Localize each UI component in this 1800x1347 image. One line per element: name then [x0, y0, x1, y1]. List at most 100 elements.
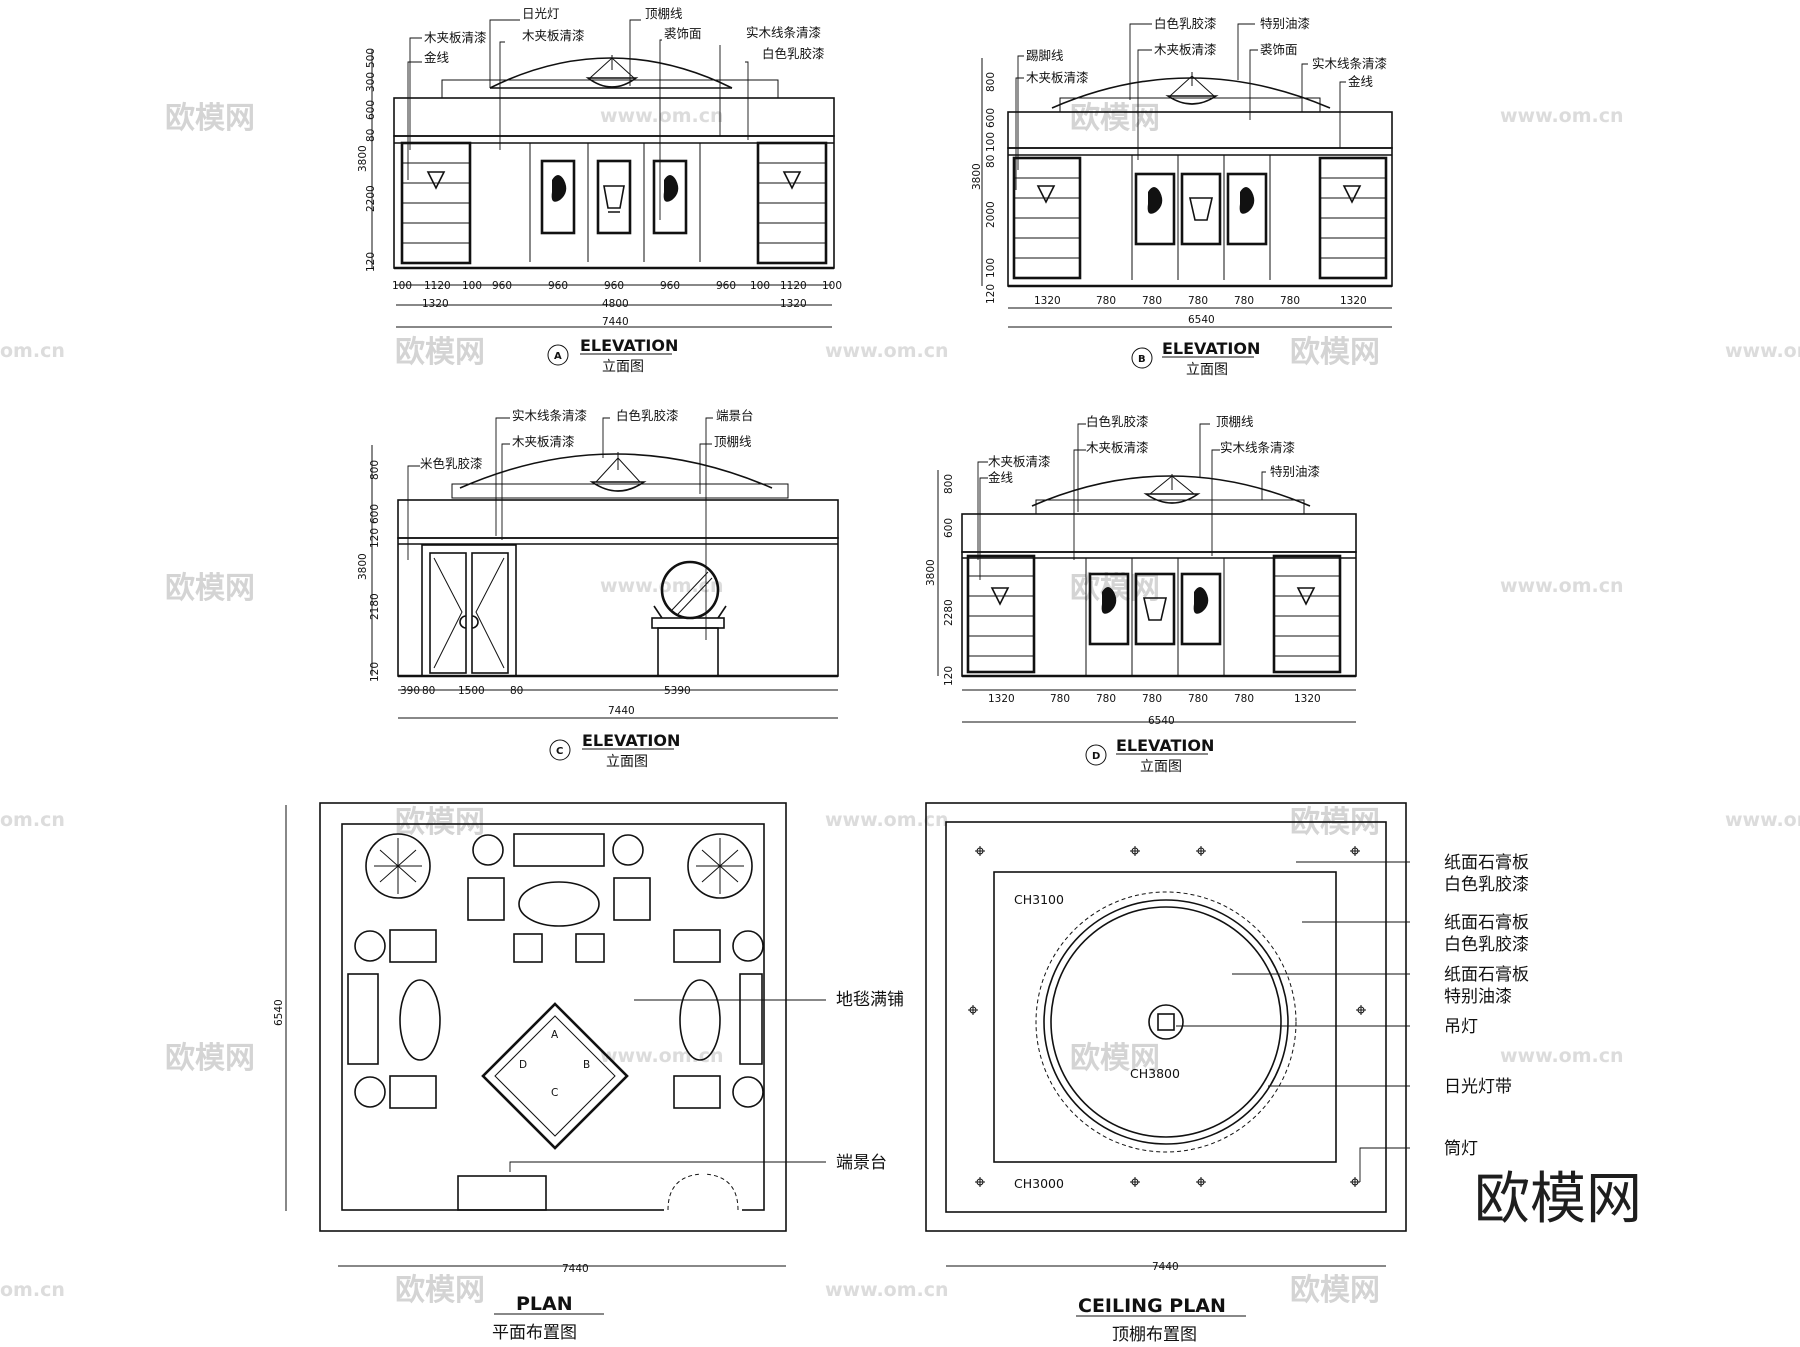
dim-text: 100 — [985, 132, 997, 152]
label: 端景台 — [716, 408, 754, 423]
dim-text: 7440 — [562, 1263, 589, 1275]
artwork-floral — [1088, 572, 1130, 646]
watermark-url: www.om.cn — [600, 1045, 724, 1067]
label: 端景台 — [836, 1153, 887, 1173]
dim-text: 120 — [985, 284, 997, 304]
artwork-floral — [1226, 172, 1268, 246]
label: 白色乳胶漆 — [1444, 935, 1529, 955]
dim-text: 3800 — [357, 553, 369, 580]
console-base — [657, 627, 719, 677]
coffee-table-oval — [518, 881, 600, 927]
elevation-a — [371, 19, 835, 328]
elevation-marker — [547, 344, 569, 366]
label: 白色乳胶漆 — [1086, 414, 1149, 429]
dim-text: 120 — [943, 666, 955, 686]
dim-text: 780 — [1188, 693, 1208, 705]
wall-sconce-icon — [782, 171, 802, 190]
leaders — [1015, 23, 1346, 190]
artwork-urn — [1180, 172, 1222, 246]
panel-divisions — [1131, 155, 1271, 280]
dim-text: 780 — [1096, 693, 1116, 705]
dim-text: 600 — [943, 518, 955, 538]
label: 顶棚线 — [714, 434, 752, 449]
dim-text: 960 — [604, 280, 624, 292]
chandelier-icon — [589, 452, 647, 492]
drawing-title: PLAN — [516, 1293, 573, 1315]
chandelier-icon — [585, 55, 639, 88]
elevation-c-labels: 实木线条清漆 白色乳胶漆 端景台 木夹板清漆 顶棚线 米色乳胶漆 800 600… — [357, 408, 754, 770]
plan-labels: 地毯满铺 端景台 7440 6540 PLAN 平面布置图 — [273, 990, 904, 1343]
artwork-urn — [1134, 572, 1176, 646]
dim-text: 6540 — [1148, 715, 1175, 727]
dim-text: 120 — [369, 528, 381, 548]
door-leaf-left — [429, 552, 467, 674]
chair-small — [513, 933, 543, 963]
label: 木夹板清漆 — [1086, 440, 1149, 455]
side-table-lamp — [612, 834, 644, 866]
dim-text: 2000 — [985, 201, 997, 228]
chair-small — [575, 933, 605, 963]
drawing-subtitle: 顶棚布置图 — [1112, 1325, 1197, 1345]
armchair — [673, 929, 721, 963]
upper-band — [1007, 111, 1393, 149]
drawing-subtitle: 立面图 — [606, 754, 648, 770]
floral-motif-icon — [1239, 187, 1255, 214]
plan-outer-wall — [319, 802, 787, 1232]
dim-text: 3800 — [925, 559, 937, 586]
leaders — [407, 19, 749, 220]
drawing-title: ELEVATION — [580, 336, 678, 355]
label: 木夹板清漆 — [424, 30, 487, 45]
watermark-url: www.om.cn — [825, 340, 949, 362]
chandelier-icon — [1165, 72, 1219, 105]
label: 金线 — [424, 50, 450, 65]
ceiling-dome-ring — [1043, 899, 1289, 1145]
dim-text: 780 — [1050, 693, 1070, 705]
pendant-light-core — [1157, 1013, 1175, 1031]
dim-text: 80 — [365, 129, 377, 142]
armchair — [467, 877, 505, 921]
watermark-url: www.om.cn — [600, 105, 724, 127]
dim-text: 7440 — [1152, 1261, 1179, 1273]
dim-text: 120 — [369, 662, 381, 682]
side-table-lamp — [732, 930, 764, 962]
watermark-brand: 欧模网 — [1070, 1041, 1160, 1076]
label: 日光灯带 — [1444, 1077, 1512, 1097]
sofa-top — [513, 833, 605, 867]
upper-band — [961, 513, 1357, 553]
dim-text: 7440 — [602, 316, 629, 328]
label: 木夹板清漆 — [522, 28, 585, 43]
elevation-a-labels: 日光灯 木夹板清漆 顶棚线 裘饰面 实木线条清漆 白色乳胶漆 木夹板清漆 金线 … — [357, 6, 842, 375]
coffee-table-oval — [679, 979, 721, 1061]
armchair — [613, 877, 651, 921]
drawing-subtitle: 立面图 — [602, 359, 644, 375]
watermark-brand: 欧模网 — [395, 1273, 485, 1308]
label: 纸面石膏板 — [1444, 852, 1529, 873]
label: 实木线条清漆 — [1220, 440, 1295, 455]
floral-motif-icon — [1147, 187, 1163, 214]
watermark-url: www.om.cn — [825, 809, 949, 831]
dim-text: 6540 — [273, 999, 285, 1026]
side-table-lamp — [732, 1076, 764, 1108]
label: 纸面石膏板 — [1444, 912, 1529, 933]
elevation-marker-letter: B — [1138, 354, 1146, 365]
dim-text: 960 — [660, 280, 680, 292]
elevation-d — [937, 423, 1357, 723]
dim-text: 1320 — [422, 298, 449, 310]
dim-text: 780 — [1142, 295, 1162, 307]
watermark-url: www.om.cn — [1725, 809, 1800, 831]
watermark-url: www.om.cn — [1500, 575, 1624, 597]
drawing-title: CEILING PLAN — [1078, 1295, 1226, 1317]
drawing-title: ELEVATION — [582, 731, 680, 750]
drawing-subtitle: 立面图 — [1140, 759, 1182, 775]
dim-text: 780 — [1280, 295, 1300, 307]
elevation-marker — [549, 739, 571, 761]
dim-text: 1320 — [1034, 295, 1061, 307]
side-panel-left — [966, 554, 1036, 674]
plant-branches — [374, 838, 422, 894]
wall-outline — [393, 135, 835, 269]
label: 裘饰面 — [664, 26, 702, 41]
wall-sconce-icon — [426, 171, 446, 190]
watermark-url: www.om.cn — [1725, 340, 1800, 362]
label: 木夹板清漆 — [1026, 70, 1089, 85]
watermark-brand: 欧模网 — [1290, 1273, 1380, 1308]
